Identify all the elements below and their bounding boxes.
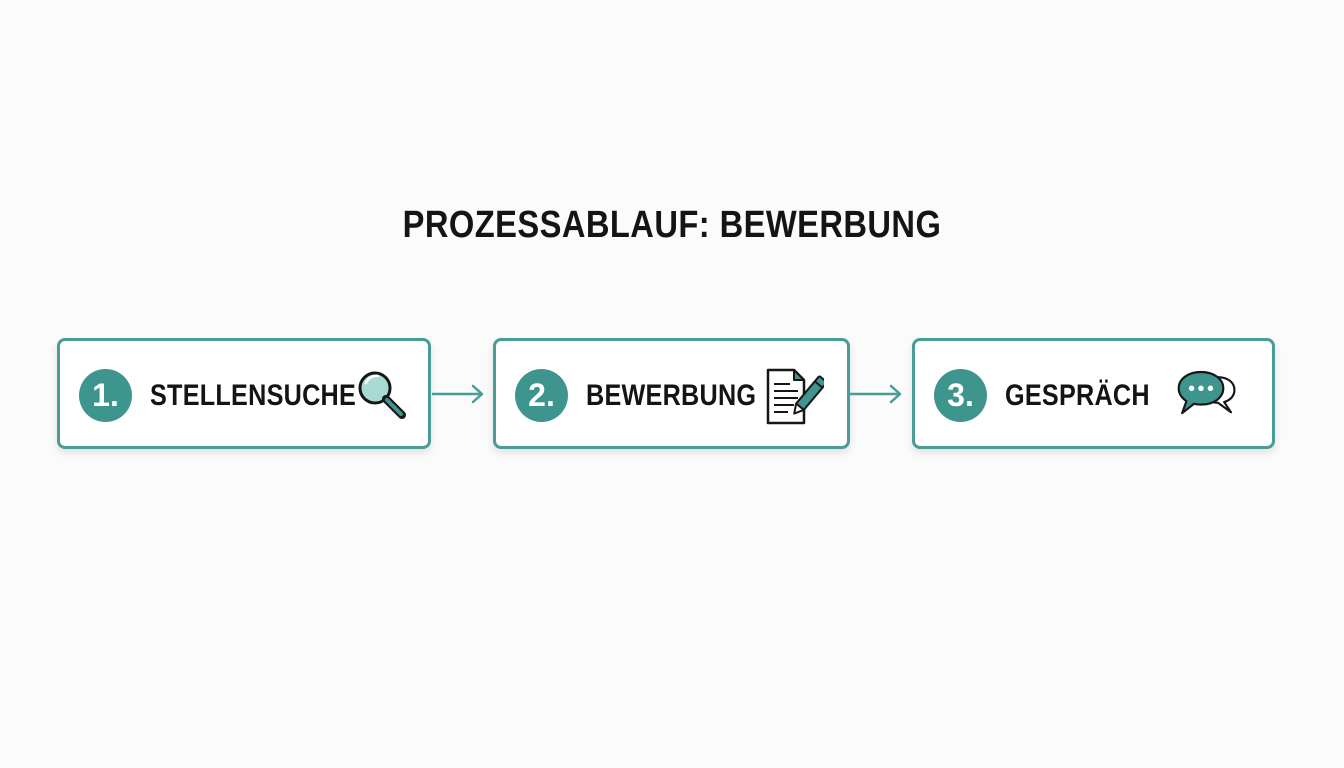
- flow-arrow-1: [432, 384, 484, 404]
- magnifying-glass-icon: [358, 371, 406, 419]
- step-box-bewerbung: 2. BEWERBUNG: [493, 338, 850, 449]
- step-box-stellensuche: 1. STELLENSUCHE: [57, 338, 431, 449]
- step-box-gespraech: 3. GESPRÄCH: [912, 338, 1275, 449]
- step-number-badge: 2.: [515, 369, 568, 422]
- step-label: GESPRÄCH: [1005, 379, 1150, 412]
- step-label: STELLENSUCHE: [150, 379, 357, 412]
- document-pen-icon: [766, 368, 824, 425]
- speech-bubbles-icon: [1177, 370, 1236, 415]
- step-label: BEWERBUNG: [586, 379, 757, 412]
- step-number-badge: 3.: [934, 369, 987, 422]
- flow-arrow-2: [850, 384, 902, 404]
- diagram-title: PROZESSABLAUF: BEWERBUNG: [402, 204, 942, 246]
- step-number-badge: 1.: [79, 369, 132, 422]
